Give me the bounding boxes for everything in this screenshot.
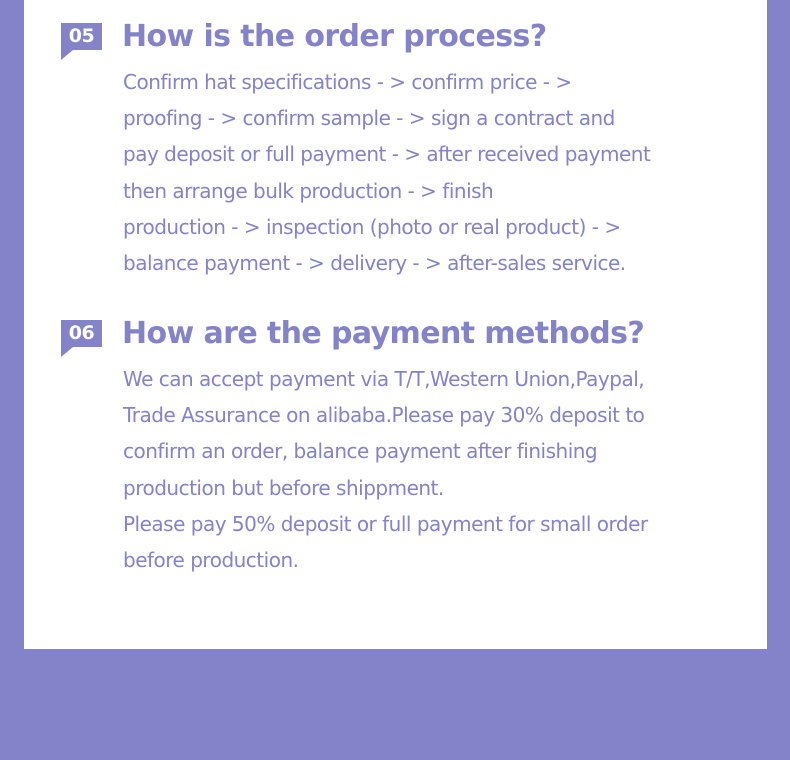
- answer-line: Please pay 50% deposit or full payment f…: [123, 511, 648, 536]
- answer-line: then arrange bulk production - > finish: [123, 178, 494, 203]
- number-badge-label: 06: [61, 320, 102, 347]
- answer-line: production - > inspection (photo or real…: [123, 214, 621, 239]
- answer-line: confirm an order, balance payment after …: [123, 439, 598, 464]
- answer-line: Trade Assurance on alibaba.Please pay 30…: [123, 403, 645, 428]
- answer-line: balance payment - > delivery - > after-s…: [123, 251, 626, 276]
- number-badge-label: 05: [61, 23, 102, 50]
- badge-tail-shape: [61, 347, 73, 357]
- number-badge: 05: [61, 23, 102, 60]
- answer-line: We can accept payment via T/T,Western Un…: [123, 367, 645, 391]
- answer-line: before production.: [123, 548, 299, 573]
- faq-question: How is the order process?: [122, 19, 547, 54]
- faq-question: How are the payment methods?: [122, 316, 645, 351]
- faq-answer: Confirm hat specifications - > confirm p…: [123, 64, 723, 281]
- answer-line: production but before shippment.: [123, 475, 444, 500]
- answer-line: proofing - > confirm sample - > sign a c…: [123, 106, 615, 131]
- faq-answer: We can accept payment via T/T,Western Un…: [123, 361, 723, 578]
- answer-line: pay deposit or full payment - > after re…: [123, 142, 651, 167]
- answer-line: Confirm hat specifications - > confirm p…: [123, 70, 572, 94]
- number-badge: 06: [61, 320, 102, 357]
- badge-tail-shape: [61, 50, 73, 60]
- faq-card: 05 How is the order process? Confirm hat…: [24, 0, 767, 649]
